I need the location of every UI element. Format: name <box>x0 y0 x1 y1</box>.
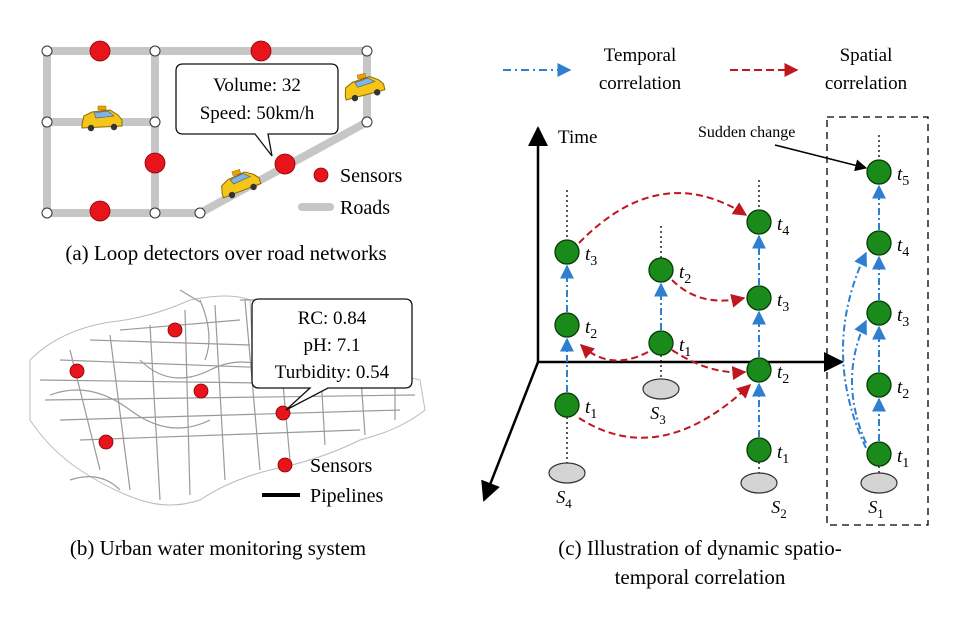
time-label: t2 <box>585 317 597 342</box>
time-label: t1 <box>897 446 909 471</box>
road-sensor <box>250 40 272 62</box>
sensor-disk-s3 <box>642 378 680 400</box>
panel-b-sensors <box>69 322 291 450</box>
time-node-s3-t2 <box>648 257 674 283</box>
callout-rc: RC: 0.84 <box>298 308 367 329</box>
panel-c-legend: Temporal correlation Spatial correlation <box>503 45 908 94</box>
sensor-disk-s2 <box>740 472 778 494</box>
time-axis-label: Time <box>558 127 597 148</box>
road-sensor <box>144 152 166 174</box>
time-label: t1 <box>777 442 789 467</box>
temporal-curve <box>851 319 867 444</box>
taxi-car-icon <box>81 105 123 132</box>
sensor-label-s3: S3 <box>650 403 666 427</box>
legend-temporal-line2: correlation <box>599 73 682 94</box>
sensor-label-s2: S2 <box>771 497 787 521</box>
time-label: t2 <box>897 377 909 402</box>
temporal-curve <box>842 251 867 449</box>
sudden-change-annotation: Sudden change <box>698 124 868 172</box>
time-node-s4-t2 <box>554 312 580 338</box>
time-label: t1 <box>679 335 691 360</box>
time-node-s4-t3 <box>554 239 580 265</box>
callout-ph: pH: 7.1 <box>304 335 361 356</box>
time-node-s4-t1 <box>554 392 580 418</box>
legend-pipelines-label: Pipelines <box>310 485 384 507</box>
callout-volume: Volume: 32 <box>213 75 301 96</box>
time-label: t5 <box>897 164 909 189</box>
caption-a: (a) Loop detectors over road networks <box>65 241 386 265</box>
time-node-s1-t3 <box>866 300 892 326</box>
sudden-change-box <box>826 116 929 526</box>
sudden-change-label: Sudden change <box>698 124 795 141</box>
callout-turbidity: Turbidity: 0.54 <box>275 362 390 383</box>
caption-b: (b) Urban water monitoring system <box>70 536 366 560</box>
time-label: t2 <box>777 362 789 387</box>
legend-sensors-label: Sensors <box>310 455 372 477</box>
time-node-s2-t2 <box>746 357 772 383</box>
time-label: t4 <box>897 235 909 260</box>
legend-sensor-marker <box>277 457 293 473</box>
road-sensor <box>89 40 111 62</box>
spatial-arrow <box>579 344 649 362</box>
time-node-s3-t1 <box>648 330 674 356</box>
road-sensor <box>89 200 111 222</box>
time-label: t2 <box>679 262 691 287</box>
panel-a-legend: Sensors Roads <box>298 165 402 219</box>
spatial-arrow <box>671 279 746 308</box>
time-label: t3 <box>585 244 597 269</box>
time-node-s2-t1 <box>746 437 772 463</box>
legend-sensor-marker <box>313 167 329 183</box>
time-node-s1-t4 <box>866 230 892 256</box>
legend-temporal-line1: Temporal <box>604 45 677 66</box>
caption-c-line2: temporal correlation <box>615 565 786 589</box>
water-sensor <box>98 434 114 450</box>
time-node-s2-t3 <box>746 285 772 311</box>
time-node-s1-t1 <box>866 441 892 467</box>
legend-spatial-line2: correlation <box>825 73 908 94</box>
panel-b-legend: Sensors Pipelines <box>262 455 384 507</box>
spatial-arrow <box>578 192 748 244</box>
time-node-s1-t5 <box>866 159 892 185</box>
panel-b-city-pipelines <box>29 289 426 506</box>
spatial-arrow <box>671 349 747 381</box>
time-node-s2-t4 <box>746 209 772 235</box>
sensor-label-s4: S4 <box>556 487 572 511</box>
time-label: t1 <box>585 397 597 422</box>
road-sensor <box>274 153 296 175</box>
legend-spatial-line1: Spatial <box>840 45 893 66</box>
panel-a-sensors <box>89 40 296 222</box>
depth-axis <box>481 361 540 502</box>
time-label: t3 <box>897 305 909 330</box>
water-sensor <box>193 383 209 399</box>
sensor-disk-s1 <box>860 472 898 494</box>
time-node-s1-t2 <box>866 372 892 398</box>
panel-b-callout: RC: 0.84 pH: 7.1 Turbidity: 0.54 <box>251 298 413 411</box>
panel-c-axes: Time <box>481 126 844 502</box>
legend-sensors-label: Sensors <box>340 165 402 187</box>
time-label: t3 <box>777 290 789 315</box>
panel-a-callout: Volume: 32 Speed: 50km/h <box>175 63 339 157</box>
callout-speed: Speed: 50km/h <box>200 103 315 124</box>
caption-c-line1: (c) Illustration of dynamic spatio- <box>558 536 841 560</box>
legend-roads-label: Roads <box>340 197 390 219</box>
water-sensor <box>69 363 85 379</box>
spatial-arrow <box>578 384 752 439</box>
sensor-label-s1: S1 <box>868 497 884 521</box>
time-label: t4 <box>777 214 789 239</box>
water-sensor <box>167 322 183 338</box>
sensor-disk-s4 <box>548 462 586 484</box>
